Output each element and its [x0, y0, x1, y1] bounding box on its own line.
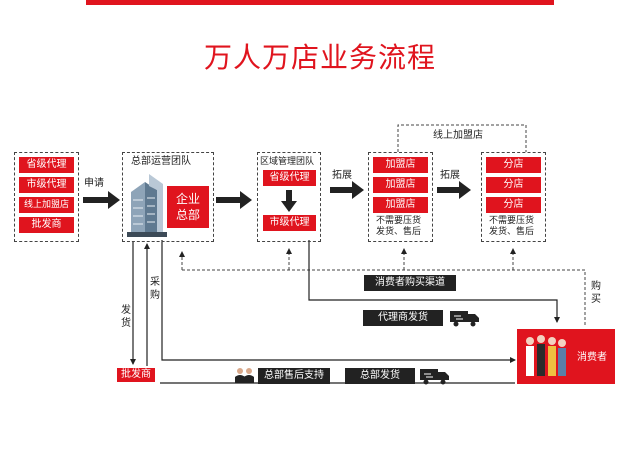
branch-store-1: 分店: [486, 157, 541, 173]
franchise-store-3: 加盟店: [373, 197, 428, 213]
franchise-note: 不需要压货 发货、售后: [376, 216, 421, 238]
page-title: 万人万店业务流程: [203, 41, 436, 74]
hq-team-box: [122, 152, 214, 242]
apply-arrow: [83, 191, 120, 209]
purchase-label: 购买: [591, 281, 601, 305]
support-staff-icon: [235, 368, 254, 383]
apply-label: 申请: [84, 178, 104, 189]
online-franchise-bracket: [397, 124, 527, 152]
hq-to-regional-arrow: [216, 191, 252, 209]
expand-label-1: 拓展: [332, 170, 352, 181]
franchise-store-2: 加盟店: [373, 177, 428, 193]
branch-store-2: 分店: [486, 177, 541, 193]
expand-label-2: 拓展: [440, 170, 460, 181]
franchise-group: [368, 152, 433, 242]
left-item-online-franchise: 线上加盟店: [19, 197, 74, 213]
hq-ship-label: 总部发货: [345, 368, 415, 384]
building-icon: [127, 174, 167, 237]
branch-group: [481, 152, 546, 242]
franchise-note-line-1: 不需要压货: [376, 216, 422, 226]
enterprise-hq-badge: 企业 总部: [167, 186, 209, 228]
top-accent-bar: [86, 0, 554, 5]
wholesaler-box: 批发商: [117, 368, 155, 382]
after-sales-label: 总部售后支持: [258, 368, 330, 384]
hq-truck-icon: [420, 369, 449, 385]
left-item-city-agent: 市级代理: [19, 177, 74, 193]
consumer-label: 消费者: [577, 352, 607, 363]
consumer-channel-label: 消费者购买渠道: [364, 275, 456, 291]
franchise-note-line-2: 发货、售后: [376, 227, 422, 237]
regional-team-label: 区域管理团队: [260, 157, 315, 167]
left-item-wholesaler: 批发商: [19, 217, 74, 233]
purchase-channel-line: [182, 269, 586, 325]
hq-badge-line-2: 总部: [175, 208, 200, 222]
online-franchise-label: 线上加盟店: [433, 130, 483, 141]
branch-note: 不需要压货 发货、售后: [489, 216, 534, 238]
left-group: [14, 152, 79, 242]
left-item-provincial-agent: 省级代理: [19, 157, 74, 173]
truck-icon: [450, 311, 479, 327]
regional-team-box: [257, 152, 321, 242]
expand-arrow-1: [330, 181, 364, 199]
people-icon: [526, 335, 566, 376]
franchise-store-1: 加盟店: [373, 157, 428, 173]
agent-ship-line: [308, 240, 560, 323]
expand-arrow-2: [437, 181, 471, 199]
agent-ship-label: 代理商发货: [363, 310, 443, 326]
procure-label: 采购: [150, 277, 160, 301]
branch-store-3: 分店: [486, 197, 541, 213]
regional-provincial-agent: 省级代理: [263, 170, 316, 186]
hq-badge-line-1: 企业: [175, 192, 200, 206]
branch-note-line-1: 不需要压货: [489, 216, 535, 226]
hq-team-label: 总部运营团队: [131, 156, 191, 167]
regional-city-agent: 市级代理: [263, 215, 316, 231]
branch-note-line-2: 发货、售后: [489, 227, 535, 237]
hq-ship-line: [161, 240, 516, 363]
ship-label: 发货: [121, 305, 131, 329]
regional-down-arrow: [281, 190, 297, 212]
